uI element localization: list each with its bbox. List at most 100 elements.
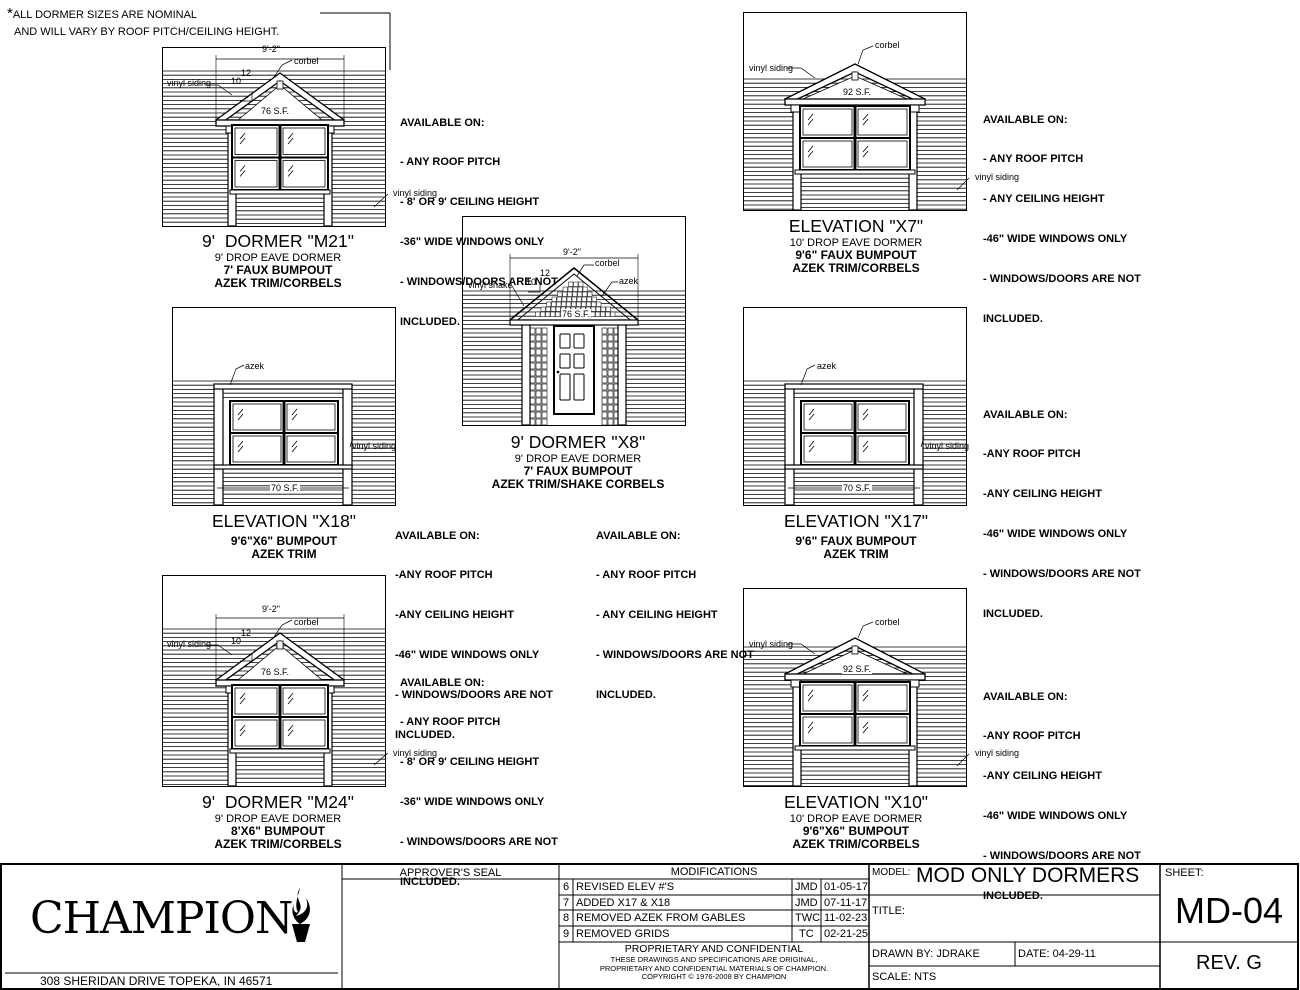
- eave-band: [784, 673, 926, 681]
- x7-bumpout: 9'6" FAUX BUMPOUT: [795, 247, 917, 262]
- window-pane: [282, 719, 326, 747]
- x18-caption: ELEVATION "X18" 9'6"X6" BUMPOUT AZEK TRI…: [154, 511, 414, 561]
- m24-area: 76 S.F.: [260, 667, 291, 677]
- window-glare: [807, 726, 814, 734]
- x18-title: ELEVATION "X18": [211, 511, 357, 531]
- shake-shingle: [586, 301, 592, 307]
- pitch-triangle: [240, 93, 253, 102]
- shake-shingle: [601, 355, 608, 363]
- shake-shingle: [581, 301, 587, 307]
- shake-shingle: [535, 369, 542, 377]
- shake-shingle: [576, 296, 582, 302]
- x8-availability: AVAILABLE ON: - ANY ROOF PITCH - ANY CEI…: [596, 503, 754, 716]
- window-glare: [862, 440, 869, 448]
- shake-shingle: [607, 418, 614, 426]
- shake-shingle: [601, 362, 608, 370]
- drawing-date: DATE: 04-29-11: [1018, 948, 1096, 960]
- m24-title: 9' DORMER "M24": [202, 792, 354, 812]
- shake-shingle: [601, 390, 608, 398]
- x18-availability-line: INCLUDED.: [395, 729, 455, 742]
- mod-date: 02-21-25: [824, 928, 869, 940]
- shake-shingle: [607, 355, 614, 363]
- mod-row: 8 REMOVED AZEK FROM GABLES TWC 11-02-23: [559, 912, 869, 926]
- window-pane: [857, 108, 908, 136]
- shake-shingle: [600, 311, 606, 317]
- shake-shingle: [540, 306, 546, 312]
- window-glare: [808, 440, 815, 448]
- shake-shingle: [601, 376, 608, 384]
- m24-width-dim: 9'-2": [262, 604, 280, 614]
- window-pane: [802, 716, 853, 744]
- window-glare: [808, 408, 815, 416]
- window-glare: [287, 729, 294, 737]
- x8-caption: 9' DORMER "X8" 9' DROP EAVE DORMER 7' FA…: [448, 432, 708, 492]
- shake-shingle: [607, 390, 614, 398]
- window-glare: [239, 729, 246, 737]
- shake-shingle: [607, 397, 614, 405]
- x10-siding-right-label: vinyl siding: [975, 748, 1020, 758]
- window-glare: [287, 137, 294, 145]
- shake-shingle: [535, 334, 542, 342]
- sheet-value: MD-04: [1174, 890, 1284, 931]
- x17-availability-line: -ANY CEILING HEIGHT: [983, 488, 1102, 501]
- window-glare: [287, 132, 294, 140]
- shake-shingle: [586, 296, 592, 302]
- x7-availability: AVAILABLE ON: - ANY ROOF PITCH - ANY CEI…: [983, 87, 1141, 340]
- x10-availability-line: -ANY ROOF PITCH: [983, 730, 1081, 743]
- x10-availability-line: -46" WIDE WINDOWS ONLY: [983, 810, 1128, 823]
- window-pane: [857, 716, 908, 744]
- window-glare: [237, 413, 244, 421]
- leader-line: [800, 364, 816, 386]
- window-glare: [862, 721, 869, 729]
- shake-shingle: [582, 291, 588, 297]
- m24-availability-line: - ANY ROOF PITCH: [400, 716, 501, 729]
- mod-by: JMD: [795, 881, 818, 893]
- shake-shingle: [562, 291, 568, 297]
- m24-pitch-rise: 12: [241, 628, 252, 638]
- x10-bumpout: 9'6"X6" BUMPOUT: [802, 823, 910, 838]
- window-pane: [234, 127, 278, 155]
- window-glare: [862, 694, 869, 702]
- x8-area: 76 S.F.: [561, 309, 592, 319]
- m24-siding-left-label: vinyl siding: [167, 639, 212, 649]
- shake-shingle: [535, 362, 542, 370]
- x7-availability-line: - ANY CEILING HEIGHT: [983, 193, 1105, 206]
- shake-shingle: [571, 296, 577, 302]
- x17-azek-label: azek: [817, 361, 837, 371]
- shake-shingle: [540, 311, 546, 317]
- x18-availability-line: AVAILABLE ON:: [395, 529, 480, 542]
- x17-availability-line: -46" WIDE WINDOWS ONLY: [983, 528, 1128, 541]
- shake-shingle: [541, 390, 548, 398]
- x17-availability-line: - WINDOWS/DOORS ARE NOT: [983, 568, 1141, 581]
- window-glare: [287, 692, 294, 700]
- x7-availability-line: -46" WIDE WINDOWS ONLY: [983, 233, 1128, 246]
- x8-availability-line: - ANY ROOF PITCH: [596, 569, 697, 582]
- leader-line: [511, 285, 525, 307]
- elevation-x7-drawing: [743, 12, 970, 211]
- m24-subtitle: 9' DROP EAVE DORMER: [214, 812, 342, 825]
- leader-line: [857, 621, 874, 639]
- window-glare: [287, 165, 294, 172]
- window-glare: [239, 137, 246, 145]
- torch-icon: [292, 888, 310, 942]
- x8-availability-line: AVAILABLE ON:: [596, 529, 681, 542]
- leader-line: [349, 436, 354, 448]
- drawing-scale: SCALE: NTS: [872, 971, 937, 983]
- x17-bumpout: 9'6" FAUX BUMPOUT: [795, 533, 917, 548]
- shake-shingle: [541, 355, 548, 363]
- m21-pitch-rise: 12: [241, 68, 252, 78]
- x7-corbel-label: corbel: [875, 40, 900, 50]
- x10-trim: AZEK TRIM/CORBELS: [792, 837, 920, 852]
- approvers-seal-label: APPROVER'S SEAL: [399, 867, 502, 879]
- window-glare: [287, 170, 294, 177]
- shake-shingle: [581, 296, 587, 302]
- x18-azek-label: azek: [245, 361, 265, 371]
- shake-shingle: [595, 306, 601, 312]
- x18-availability-line: -ANY ROOF PITCH: [395, 569, 493, 582]
- x8-shake-label: vinyl shake: [468, 280, 513, 290]
- mod-num: 9: [563, 928, 570, 940]
- x17-siding-label: vinyl siding: [925, 441, 970, 451]
- sheet-label: SHEET:: [1165, 867, 1204, 879]
- leader-line: [373, 193, 389, 208]
